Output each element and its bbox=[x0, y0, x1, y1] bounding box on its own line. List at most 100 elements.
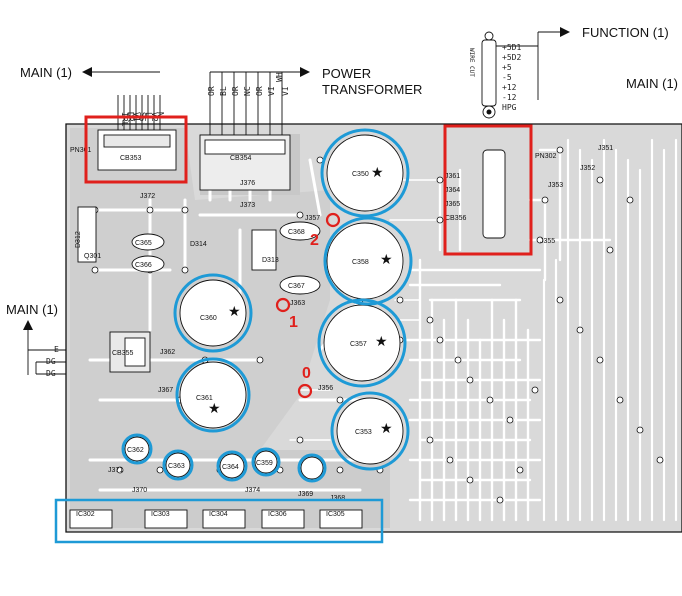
main-left-mid-connector: MAIN (1) E DG DG bbox=[6, 302, 66, 378]
label-j357: J357 bbox=[305, 215, 320, 222]
label-ic304: IC304 bbox=[209, 511, 228, 518]
label-main-left-top: MAIN (1) bbox=[20, 65, 72, 80]
pin-minus5: -5 bbox=[502, 73, 512, 82]
component-labels: CB353 CB354 PN301 PN302 D312 C365 C366 D… bbox=[70, 145, 613, 518]
label-ic302: IC302 bbox=[76, 511, 95, 518]
label-j364: J364 bbox=[445, 187, 460, 194]
pin-bl: BL bbox=[219, 86, 228, 96]
pin-vi-2: VI bbox=[281, 86, 290, 96]
highlight-c364 bbox=[216, 450, 248, 482]
label-c353: C353 bbox=[355, 429, 372, 436]
svg-text:★: ★ bbox=[228, 303, 241, 319]
label-ic305: IC305 bbox=[326, 511, 345, 518]
function-connector: FUNCTION (1) WIRE CUT +5D1 +5D2 +5 -5 +1… bbox=[468, 25, 669, 119]
marker-2: 2 bbox=[310, 232, 319, 249]
test-point-2 bbox=[325, 212, 341, 228]
pin-hpg: HPG bbox=[502, 103, 517, 112]
label-c368: C368 bbox=[288, 229, 305, 236]
label-cb356: CB356 bbox=[445, 215, 467, 222]
svg-text:★: ★ bbox=[208, 400, 221, 416]
label-main-right: MAIN (1) bbox=[626, 76, 678, 91]
label-j353: J353 bbox=[548, 182, 563, 189]
pin-l: L bbox=[144, 112, 153, 117]
marker-0: 0 bbox=[302, 365, 311, 382]
label-c366: C366 bbox=[135, 262, 152, 269]
label-j363: J363 bbox=[290, 300, 305, 307]
label-c367: C367 bbox=[288, 283, 305, 290]
pin-vi-1: VI bbox=[267, 86, 276, 96]
label-j367: J367 bbox=[158, 387, 173, 394]
marker-1: 1 bbox=[289, 314, 298, 331]
label-j355: J355 bbox=[540, 238, 555, 245]
label-pn301: PN301 bbox=[70, 147, 92, 154]
label-d313: D313 bbox=[262, 257, 279, 264]
highlight-c363 bbox=[162, 449, 194, 481]
label-c360: C360 bbox=[200, 315, 217, 322]
blue-highlight-circles bbox=[121, 128, 413, 483]
label-c363: C363 bbox=[168, 463, 185, 470]
highlight-c353 bbox=[330, 391, 410, 471]
label-j372: J372 bbox=[140, 193, 155, 200]
arrow-left-icon bbox=[82, 67, 92, 77]
label-j369: J369 bbox=[298, 491, 313, 498]
main-left-top-connector: MAIN (1) IRL DR V1 SS L V2 N bbox=[20, 65, 165, 130]
highlight-ic-row bbox=[54, 498, 384, 544]
highlight-c356 bbox=[297, 453, 327, 483]
label-cb353: CB353 bbox=[120, 155, 142, 162]
label-cb354: CB354 bbox=[230, 155, 252, 162]
label-c365: C365 bbox=[135, 240, 152, 247]
pin-or-2: OR bbox=[231, 86, 240, 96]
pin-5d1: +5D1 bbox=[502, 43, 521, 52]
label-wire-cut: WIRE CUT bbox=[468, 48, 475, 77]
label-j370: J370 bbox=[132, 487, 147, 494]
label-c362: C362 bbox=[127, 447, 144, 454]
label-j361: J361 bbox=[445, 173, 460, 180]
svg-text:★: ★ bbox=[380, 420, 393, 436]
label-cb355: CB355 bbox=[112, 350, 134, 357]
pin-or-1: OR bbox=[207, 86, 216, 96]
pin-nc: NC bbox=[243, 86, 252, 96]
label-c357: C357 bbox=[350, 341, 367, 348]
highlight-cb353 bbox=[84, 115, 188, 184]
highlight-c350 bbox=[320, 128, 410, 218]
highlight-c362 bbox=[121, 433, 153, 465]
svg-text:★: ★ bbox=[371, 164, 384, 180]
red-test-points bbox=[275, 212, 341, 399]
polarity-marks: ★ ★ ★ ★ ★ ★ bbox=[208, 164, 393, 436]
pin-irl: IRL bbox=[120, 112, 129, 127]
pin-n: N bbox=[156, 112, 165, 117]
highlight-c360 bbox=[173, 273, 253, 353]
label-j376: J376 bbox=[240, 180, 255, 187]
pin-minus12: -12 bbox=[502, 93, 517, 102]
pin-or-3: OR bbox=[255, 86, 264, 96]
power-transformer-connector: POWER TRANSFORMER OR BL OR NC OR VI WH V… bbox=[207, 66, 422, 135]
label-main-left-mid: MAIN (1) bbox=[6, 302, 58, 317]
label-j373: J373 bbox=[240, 202, 255, 209]
label-ic303: IC303 bbox=[151, 511, 170, 518]
label-transformer: TRANSFORMER bbox=[322, 82, 422, 97]
highlight-function-connector bbox=[443, 124, 533, 256]
label-d314: D314 bbox=[190, 241, 207, 248]
pin-plus12: +12 bbox=[502, 83, 517, 92]
pin-plus5: +5 bbox=[502, 63, 512, 72]
pin-e: E bbox=[54, 345, 59, 354]
label-c350: C350 bbox=[352, 171, 369, 178]
test-point-1 bbox=[275, 297, 291, 313]
label-j371: J371 bbox=[108, 467, 123, 474]
highlight-c361 bbox=[175, 357, 251, 433]
pin-dg-2: DG bbox=[46, 369, 56, 378]
label-ic306: IC306 bbox=[268, 511, 287, 518]
label-pn302: PN302 bbox=[535, 153, 557, 160]
arrow-right-function-icon bbox=[560, 27, 570, 37]
label-function: FUNCTION (1) bbox=[582, 25, 669, 40]
components bbox=[69, 129, 506, 529]
highlight-c357 bbox=[317, 298, 407, 388]
label-c364: C364 bbox=[222, 464, 239, 471]
test-point-0 bbox=[297, 383, 313, 399]
pin-dg-1: DG bbox=[46, 357, 56, 366]
arrow-up-icon bbox=[23, 320, 33, 330]
label-d312: D312 bbox=[75, 231, 82, 248]
label-j374: J374 bbox=[245, 487, 260, 494]
label-c359: C359 bbox=[256, 460, 273, 467]
